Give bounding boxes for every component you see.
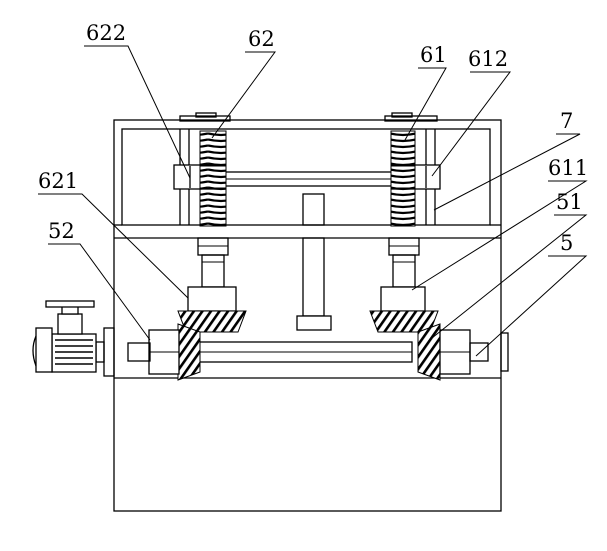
left-bearing (127, 329, 180, 375)
label-61: 61 (420, 43, 447, 67)
crossbar (223, 171, 393, 187)
part-labels: 622 62 61 612 7 621 611 52 51 5 (38, 21, 588, 255)
left-vertical-shaft (187, 237, 237, 312)
leader-lines (38, 45, 588, 357)
right-bevel-gear-side (417, 323, 441, 381)
label-7: 7 (560, 109, 573, 133)
label-621: 621 (38, 169, 78, 193)
left-slider-block (173, 164, 227, 190)
label-51: 51 (556, 190, 583, 214)
top-mounts (179, 112, 438, 122)
left-bevel-gear-side (177, 323, 201, 381)
label-622: 622 (86, 21, 126, 45)
horizontal-shaft (195, 341, 413, 363)
label-52: 52 (48, 219, 75, 243)
label-62: 62 (248, 27, 275, 51)
right-bearing (439, 329, 509, 375)
motor (32, 300, 115, 377)
right-vertical-shaft (380, 237, 426, 312)
label-611: 611 (548, 156, 588, 180)
label-5: 5 (560, 231, 573, 255)
label-612: 612 (468, 47, 508, 71)
left-bevel-gear-top (177, 310, 247, 333)
right-slider-block (390, 164, 441, 190)
center-column (296, 193, 332, 331)
